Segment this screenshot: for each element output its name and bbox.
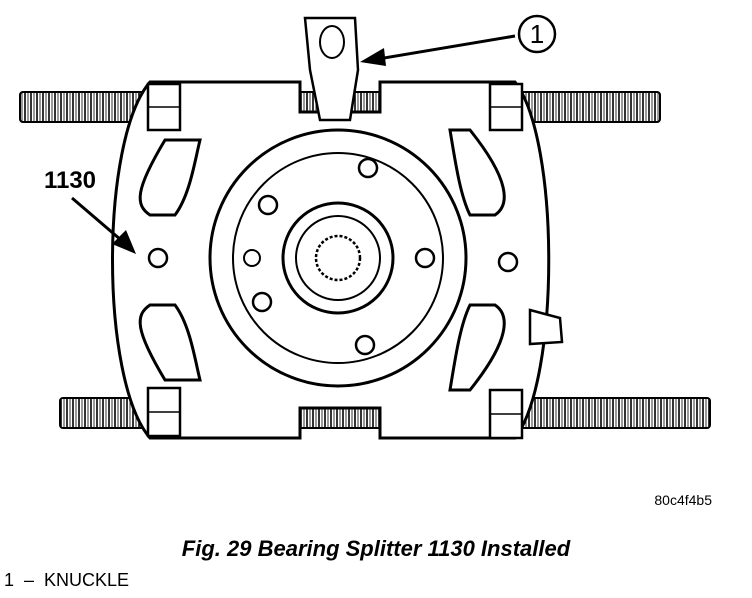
nut-bottom-right — [488, 388, 524, 440]
tool-callout-1130: 1130 — [44, 167, 136, 254]
side-fitting — [528, 308, 564, 346]
callout-1-number: 1 — [530, 19, 544, 49]
nut-top-right — [488, 82, 524, 132]
nut-top-left — [146, 82, 182, 132]
bearing-splitter-diagram: 1 1130 80c4f4b5 — [19, 14, 712, 508]
hub-flange — [208, 128, 468, 388]
image-code: 80c4f4b5 — [654, 492, 712, 508]
knuckle-arm — [303, 16, 360, 122]
figure-caption: Fig. 29 Bearing Splitter 1130 Installed — [181, 536, 571, 561]
tool-number-label: 1130 — [44, 167, 96, 194]
nut-bottom-left — [146, 386, 182, 438]
callout-1: 1 — [360, 14, 557, 66]
legend-item-1: 1 – KNUCKLE — [4, 570, 130, 590]
